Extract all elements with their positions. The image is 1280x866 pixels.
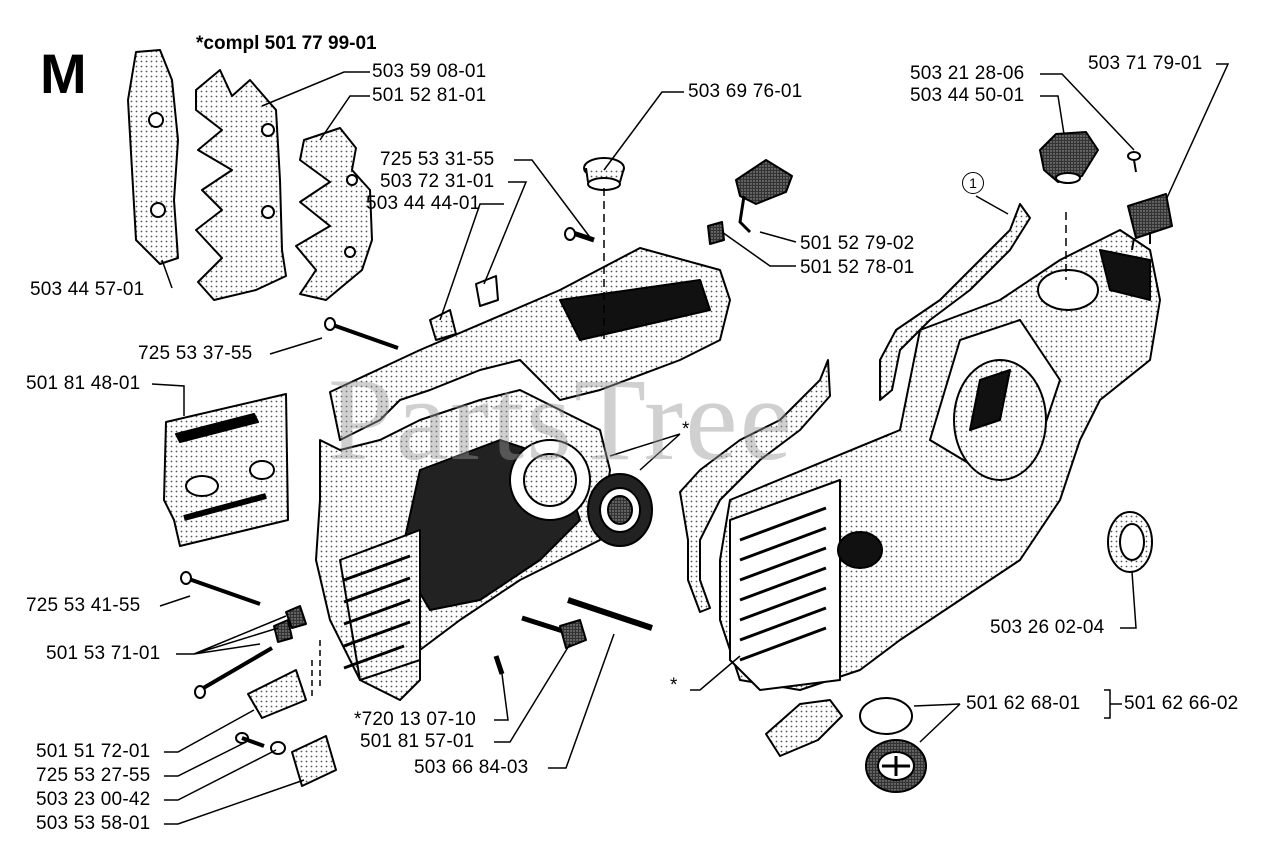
bolt-725-53-41-55 bbox=[185, 576, 261, 606]
part-label: 503 66 84-03 bbox=[414, 757, 529, 778]
dog-plate-503-59-08 bbox=[195, 69, 287, 301]
part-label: * bbox=[670, 675, 678, 696]
part-label: 501 52 79-02 bbox=[800, 233, 915, 254]
part-label: 501 51 72-01 bbox=[36, 741, 151, 762]
part-label: 503 53 58-01 bbox=[36, 813, 151, 834]
part-label: 503 72 31-01 bbox=[380, 171, 495, 192]
section-letter: M bbox=[40, 42, 87, 105]
part-label: 501 52 81-01 bbox=[372, 85, 487, 106]
part-label: 503 44 57-01 bbox=[30, 279, 145, 300]
gasket-right bbox=[879, 203, 1031, 401]
watermark: PartsTree bbox=[328, 354, 794, 485]
part-label: 503 44 50-01 bbox=[910, 85, 1025, 106]
part-label: 501 81 57-01 bbox=[360, 731, 475, 752]
part-label: 725 53 27-55 bbox=[36, 765, 151, 786]
switch bbox=[1127, 193, 1173, 239]
part-label: 503 44 44-01 bbox=[366, 193, 481, 214]
part-label: 501 52 78-01 bbox=[800, 257, 915, 278]
bar-stud bbox=[567, 597, 653, 631]
tank-cap-insert bbox=[1039, 131, 1099, 183]
part-label: 503 69 76-01 bbox=[688, 81, 803, 102]
part-label: 503 26 02-04 bbox=[990, 617, 1105, 638]
part-label: *720 13 07-10 bbox=[354, 709, 476, 730]
bolt-725-53-37-55 bbox=[329, 322, 399, 350]
part-label: 501 62 68-01 bbox=[966, 693, 1081, 714]
part-label: 503 23 00-42 bbox=[36, 789, 151, 810]
part-label: 501 62 66-02 bbox=[1124, 693, 1239, 714]
part-label: 725 53 31-55 bbox=[380, 149, 495, 170]
side-plate-left bbox=[127, 49, 179, 265]
part-label: 501 81 48-01 bbox=[26, 373, 141, 394]
bearing bbox=[587, 473, 653, 547]
callout-circle: 1 bbox=[962, 172, 984, 194]
gasket-left bbox=[679, 359, 831, 613]
part-label: 503 71 79-01 bbox=[1088, 53, 1203, 74]
compl-note: *compl 501 77 99-01 bbox=[196, 33, 377, 54]
part-label: 503 59 08-01 bbox=[372, 61, 487, 82]
part-label: 725 53 41-55 bbox=[26, 595, 141, 616]
part-label: 503 21 28-06 bbox=[910, 63, 1025, 84]
part-label: * bbox=[682, 419, 690, 440]
cap-strap bbox=[765, 699, 843, 757]
part-label: 501 53 71-01 bbox=[46, 643, 161, 664]
part-label: 725 53 37-55 bbox=[138, 343, 253, 364]
dog-plate-501-52-81 bbox=[295, 127, 373, 301]
